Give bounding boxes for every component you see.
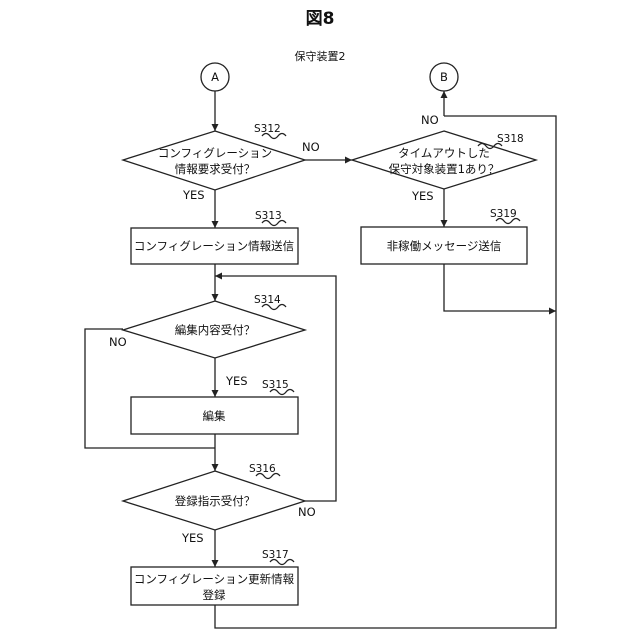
process-s317-line2: 登録 [203, 588, 226, 602]
label-s314-no: NO [109, 335, 127, 349]
label-s316-no: NO [298, 505, 316, 519]
figure-title: 図8 [306, 9, 335, 29]
process-s319-text: 非稼働メッセージ送信 [387, 239, 502, 253]
step-id-s319: S319 [490, 208, 517, 220]
figure-subtitle: 保守装置2 [295, 49, 346, 63]
decision-s314-text: 編集内容受付？ [175, 323, 256, 337]
process-s315-text: 編集 [203, 409, 226, 423]
label-s318-yes: YES [411, 189, 434, 203]
decision-s318-line1: タイムアウトした [398, 146, 490, 160]
decision-s316-text: 登録指示受付？ [175, 494, 256, 508]
step-id-s318: S318 [497, 133, 524, 145]
decision-s318-line2: 保守対象装置1あり？ [389, 162, 500, 176]
decision-s312 [123, 131, 305, 190]
decision-s312-line2: 情報要求受付？ [175, 162, 256, 176]
label-s312-no: NO [302, 140, 320, 154]
decision-s312-line1: コンフィグレーション [158, 146, 272, 160]
connector-b-label: B [440, 70, 448, 84]
label-s318-no: NO [421, 113, 439, 127]
process-s313-text: コンフィグレーション情報送信 [134, 239, 294, 253]
step-id-s313: S313 [255, 210, 282, 222]
step-id-s316: S316 [249, 463, 276, 475]
label-s314-yes: YES [225, 374, 248, 388]
label-s312-yes: YES [182, 188, 205, 202]
process-s317-line1: コンフィグレーション更新情報 [134, 572, 295, 586]
label-s316-yes: YES [181, 531, 204, 545]
connector-a-label: A [211, 70, 219, 84]
flow-s319-return [444, 264, 556, 311]
